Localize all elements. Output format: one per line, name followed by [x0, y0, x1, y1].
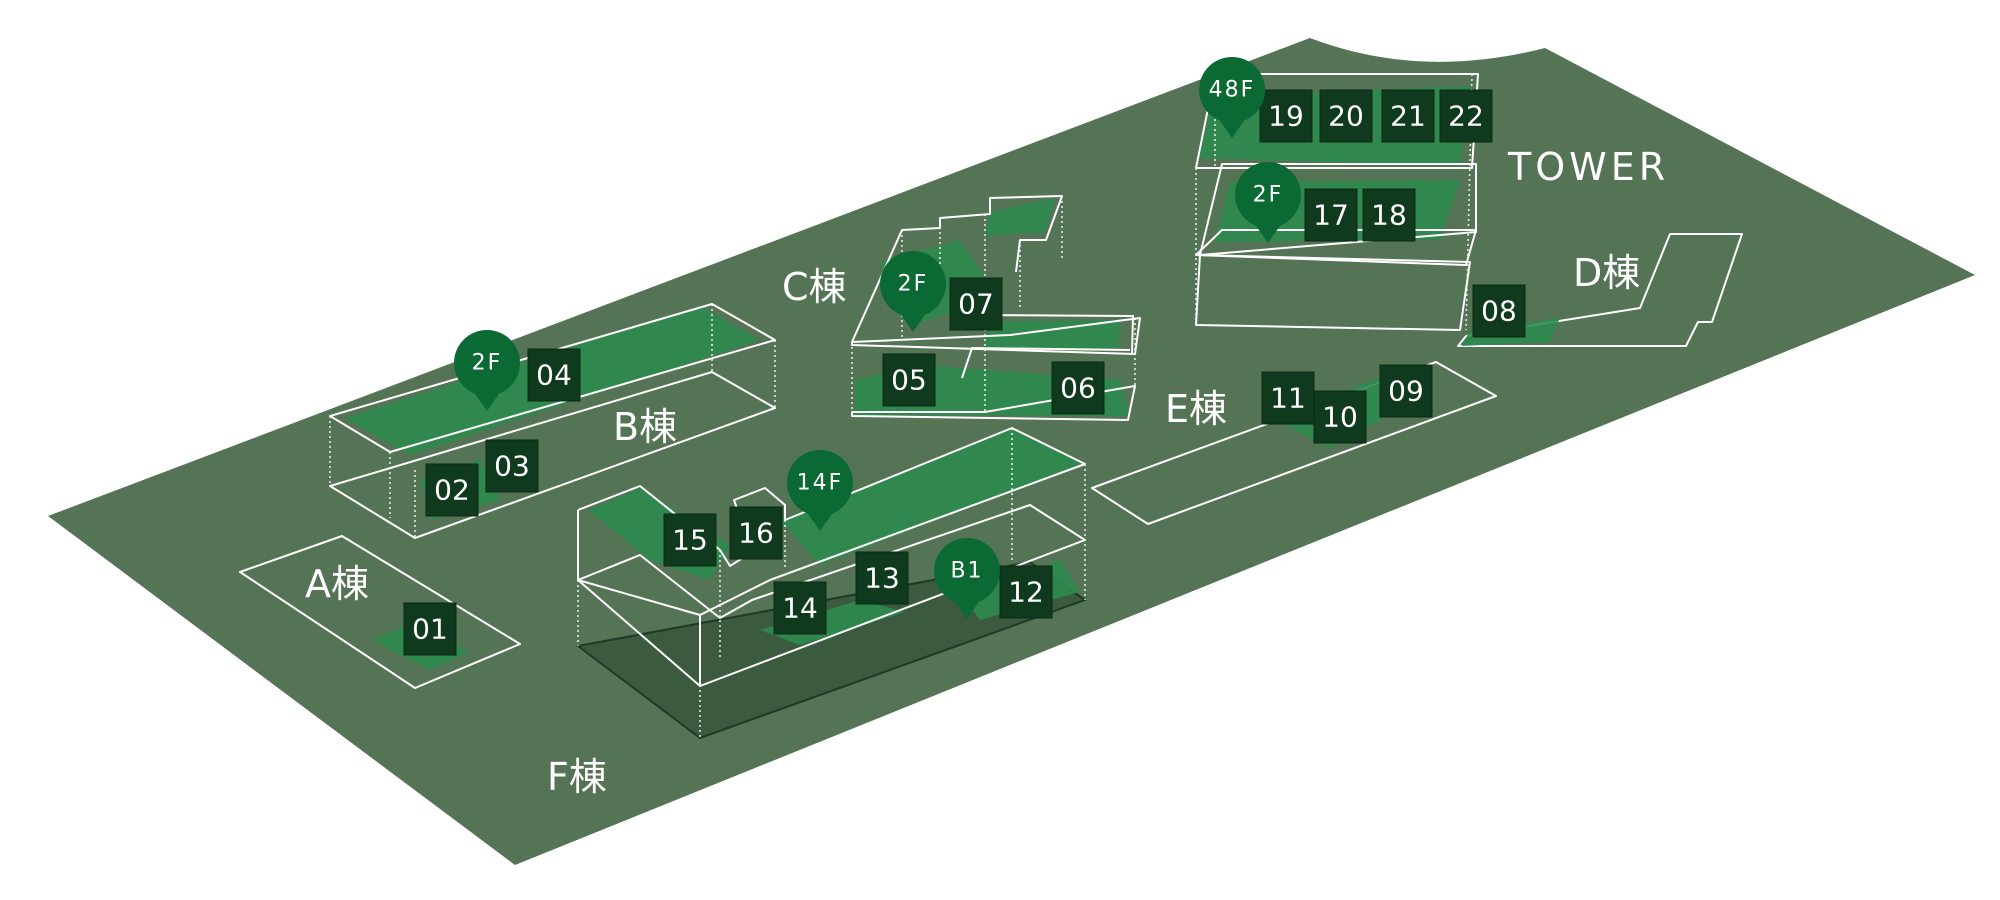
label-building-c: C棟 [782, 265, 847, 309]
unit-18[interactable]: 18 [1362, 188, 1416, 242]
unit-20[interactable]: 20 [1319, 89, 1373, 143]
floor-pin-tower-2f[interactable]: 2F [1235, 162, 1301, 243]
unit-22[interactable]: 22 [1439, 89, 1493, 143]
svg-text:07: 07 [958, 288, 994, 321]
svg-text:01: 01 [412, 613, 448, 646]
unit-21[interactable]: 21 [1381, 89, 1435, 143]
map-pin-icon [1235, 162, 1301, 228]
svg-text:22: 22 [1448, 100, 1484, 133]
svg-text:12: 12 [1008, 576, 1044, 609]
svg-text:14: 14 [782, 592, 818, 625]
map-pin-icon [880, 251, 946, 317]
label-building-a: A棟 [305, 562, 369, 606]
svg-text:2F: 2F [472, 351, 503, 376]
svg-text:20: 20 [1328, 100, 1364, 133]
unit-10[interactable]: 10 [1313, 390, 1367, 444]
label-building-tower: TOWER [1507, 145, 1669, 189]
svg-text:04: 04 [536, 359, 572, 392]
floor-pin-c-2f[interactable]: 2F [880, 251, 946, 332]
map-pin-icon [934, 538, 1000, 604]
svg-text:14F: 14F [797, 471, 844, 496]
label-building-f: F棟 [547, 755, 607, 799]
svg-text:B1: B1 [950, 559, 983, 584]
unit-11[interactable]: 11 [1261, 371, 1315, 425]
label-building-b: B棟 [613, 405, 677, 449]
svg-text:13: 13 [864, 562, 900, 595]
svg-text:2F: 2F [1253, 183, 1284, 208]
unit-01[interactable]: 01 [403, 602, 457, 656]
unit-16[interactable]: 16 [729, 506, 783, 560]
svg-text:16: 16 [738, 517, 774, 550]
svg-text:19: 19 [1268, 100, 1304, 133]
svg-text:48F: 48F [1209, 78, 1256, 103]
svg-text:2F: 2F [898, 272, 929, 297]
unit-08[interactable]: 08 [1472, 284, 1526, 338]
unit-06[interactable]: 06 [1051, 361, 1105, 415]
svg-text:15: 15 [672, 524, 708, 557]
unit-12[interactable]: 12 [999, 565, 1053, 619]
unit-area-c-top [985, 198, 1055, 236]
unit-area-c-upper [985, 320, 1120, 350]
svg-text:09: 09 [1388, 375, 1424, 408]
svg-text:03: 03 [494, 450, 530, 483]
label-building-d: D棟 [1573, 251, 1640, 295]
map-pin-icon [1199, 57, 1265, 123]
svg-text:18: 18 [1371, 199, 1407, 232]
unit-07[interactable]: 07 [949, 277, 1003, 331]
unit-02[interactable]: 02 [425, 463, 479, 517]
unit-14[interactable]: 14 [773, 581, 827, 635]
svg-text:17: 17 [1313, 199, 1349, 232]
svg-text:10: 10 [1322, 401, 1358, 434]
unit-05[interactable]: 05 [882, 353, 936, 407]
svg-text:02: 02 [434, 474, 470, 507]
svg-text:11: 11 [1270, 382, 1306, 415]
unit-15[interactable]: 15 [663, 513, 717, 567]
svg-text:21: 21 [1390, 100, 1426, 133]
svg-text:05: 05 [891, 364, 927, 397]
unit-09[interactable]: 09 [1379, 364, 1433, 418]
unit-03[interactable]: 03 [485, 439, 539, 493]
unit-17[interactable]: 17 [1304, 188, 1358, 242]
map-pin-icon [454, 330, 520, 396]
map-pin-icon [787, 450, 853, 516]
unit-19[interactable]: 19 [1259, 89, 1313, 143]
svg-text:06: 06 [1060, 372, 1096, 405]
floor-pin-f-14f[interactable]: 14F [787, 450, 853, 531]
unit-area-14f-main [780, 428, 1082, 565]
floor-pin-b-2f[interactable]: 2F [454, 330, 520, 411]
unit-04[interactable]: 04 [527, 348, 581, 402]
label-building-e: E棟 [1165, 387, 1227, 431]
floor-pin-tower-48f[interactable]: 48F [1199, 57, 1265, 138]
svg-text:08: 08 [1481, 295, 1517, 328]
unit-13[interactable]: 13 [855, 551, 909, 605]
floor-pin-f-b1[interactable]: B1 [934, 538, 1000, 619]
